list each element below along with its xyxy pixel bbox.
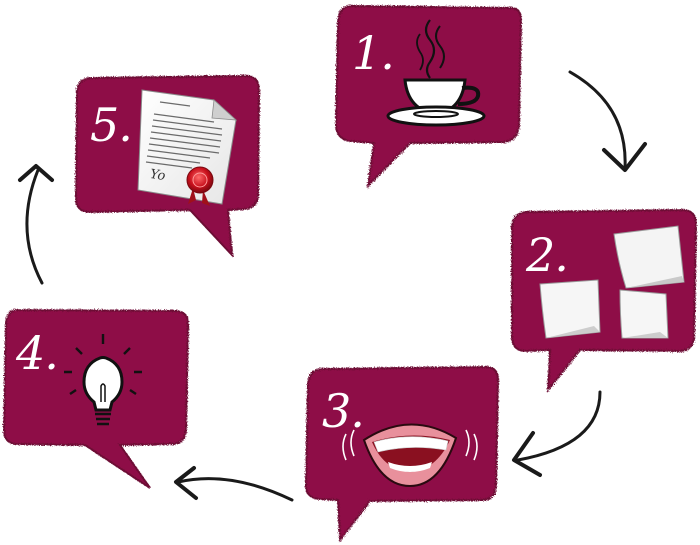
arrow-1-to-2: [568, 70, 647, 172]
cycle-arrows: [18, 70, 647, 502]
signed-document-icon: [137, 89, 238, 206]
wax-seal-icon: [186, 166, 214, 206]
sticky-note: [539, 279, 601, 339]
step-number-3: 3.: [322, 384, 365, 438]
sticky-notes-icon: [539, 225, 685, 339]
light-bulb-icon: [64, 334, 142, 426]
step-number-1: 1.: [352, 26, 395, 80]
smiling-mouth-icon: [342, 423, 478, 488]
step-number-2: 2.: [526, 228, 569, 282]
arrow-4-to-5: [18, 164, 54, 285]
arrow-3-to-4: [174, 466, 294, 502]
sticky-note: [619, 289, 669, 339]
arrow-2-to-3: [512, 390, 602, 477]
coffee-cup-icon: [386, 19, 486, 127]
step-number-4: 4.: [16, 326, 59, 380]
sticky-note: [613, 225, 685, 289]
document-signature: Yo: [149, 167, 167, 184]
step-number-5: 5.: [90, 98, 133, 152]
document-text-lines: [145, 101, 223, 169]
